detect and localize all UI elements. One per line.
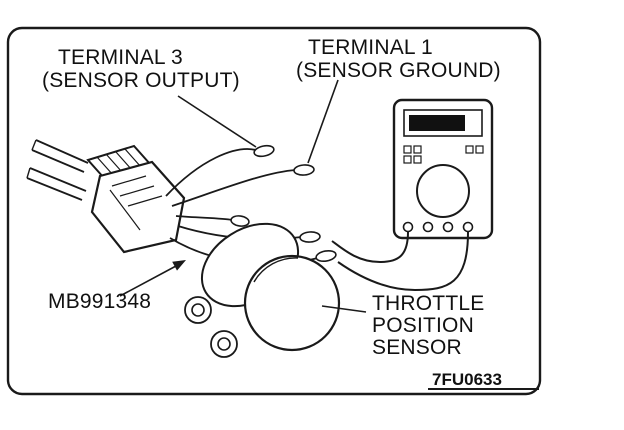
test-clip (230, 215, 250, 227)
label-mb991348: MB991348 (48, 290, 151, 313)
label-terminal-3-line1: TERMINAL 3 (58, 46, 183, 69)
test-clip (315, 249, 337, 263)
figure-code: 7FU0633 (432, 370, 502, 389)
diagram-border (6, 26, 542, 396)
throttle-position-sensor (184, 222, 341, 358)
label-sensor-line3: SENSOR (372, 336, 462, 359)
test-clip (299, 231, 321, 243)
leader-sensor (321, 305, 367, 313)
arrowhead (172, 260, 186, 271)
leader-terminal-1 (307, 79, 339, 164)
test-clip (293, 164, 315, 176)
multimeter-dial (416, 164, 470, 218)
test-clip (253, 144, 275, 158)
mounting-hole (217, 337, 231, 351)
label-sensor-line2: POSITION (372, 314, 474, 337)
mounting-hole (191, 303, 205, 317)
sensor-dome (243, 254, 341, 352)
leader-terminal-3 (177, 95, 257, 148)
leader-mb991348 (119, 265, 177, 297)
test-harness-connector (86, 144, 186, 254)
label-terminal-3-line2: (SENSOR OUTPUT) (42, 69, 240, 92)
label-terminal-1-line1: TERMINAL 1 (308, 36, 433, 59)
label-terminal-1-line2: (SENSOR GROUND) (296, 59, 501, 82)
leader-lines (119, 79, 367, 313)
multimeter-display-readout (409, 115, 465, 131)
test-clips (230, 144, 337, 263)
label-sensor-line1: THROTTLE (372, 292, 484, 315)
multimeter-leads (331, 231, 469, 292)
multimeter-terminals (402, 221, 474, 233)
multimeter-buttons (403, 145, 484, 164)
multimeter (331, 98, 494, 292)
harness-cables (26, 139, 89, 201)
